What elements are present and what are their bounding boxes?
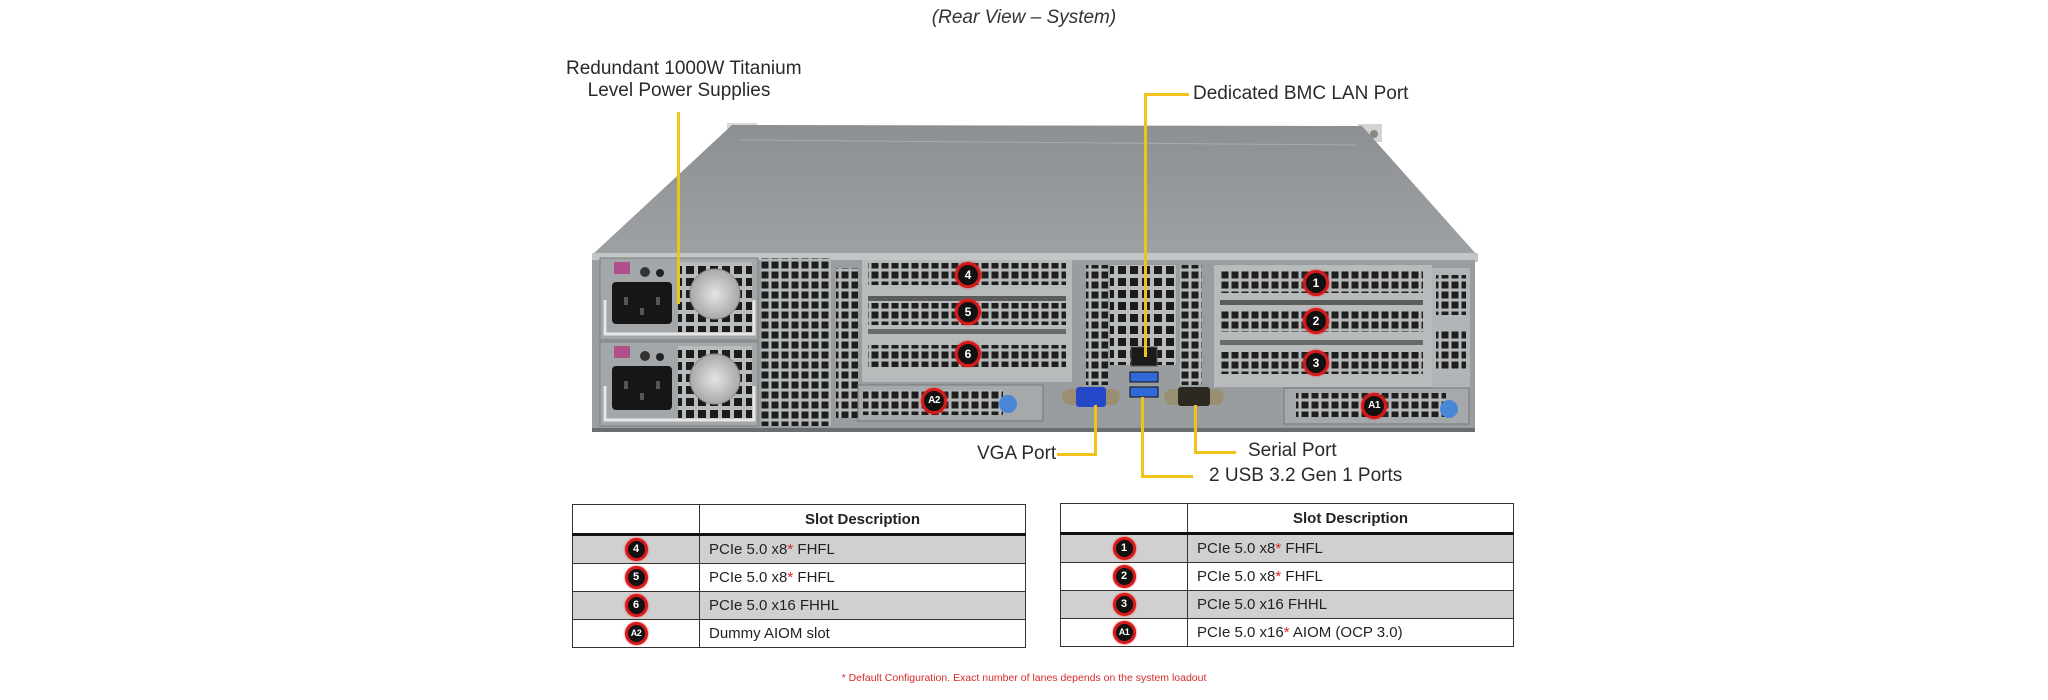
slot-badge: A2 bbox=[624, 622, 648, 645]
vga-callout-line-h bbox=[1057, 453, 1097, 456]
aiom-slot-a2 bbox=[857, 384, 1044, 422]
slot-description-suffix: FHFL bbox=[1281, 568, 1323, 585]
diagram-title: (Rear View – System) bbox=[931, 7, 1117, 28]
psu-callout-label: Redundant 1000W Titanium Level Power Sup… bbox=[566, 58, 802, 102]
table-header-row: Slot Description bbox=[1060, 503, 1514, 535]
usb-callout-label: 2 USB 3.2 Gen 1 Ports bbox=[1209, 465, 1403, 486]
slot-number-cell: A2 bbox=[572, 619, 700, 648]
vga-callout-line-v bbox=[1094, 405, 1097, 455]
slot-number-cell: A1 bbox=[1060, 618, 1188, 647]
slot-description-suffix: FHFL bbox=[1281, 540, 1323, 557]
slot-number-cell: 6 bbox=[572, 591, 700, 620]
table-row: 2 PCIe 5.0 x8* FHFL bbox=[1060, 562, 1514, 591]
header-slot-column bbox=[1060, 503, 1188, 535]
default-config-asterisk: * bbox=[787, 541, 794, 558]
slot-badge: 3 bbox=[1112, 593, 1136, 616]
slot-description-text: PCIe 5.0 x16 bbox=[1197, 624, 1284, 641]
slot-badge-5: 5 bbox=[955, 299, 981, 325]
slot-description-cell: PCIe 5.0 x8* FHFL bbox=[699, 534, 1026, 564]
chassis-top-cover bbox=[592, 125, 1477, 255]
slot-badge-a1: A1 bbox=[1361, 393, 1387, 419]
psu-callout-line1: Redundant 1000W Titanium bbox=[566, 58, 802, 79]
slot-description-cell: PCIe 5.0 x8* FHFL bbox=[1187, 533, 1514, 563]
table-row: 1 PCIe 5.0 x8* FHFL bbox=[1060, 533, 1514, 563]
table-row: 3 PCIe 5.0 x16 FHHL bbox=[1060, 590, 1514, 619]
slot-description-suffix: FHFL bbox=[793, 569, 835, 586]
slot-number-cell: 1 bbox=[1060, 533, 1188, 563]
slot-badge-6: 6 bbox=[955, 341, 981, 367]
slot-description-cell: PCIe 5.0 x16* AIOM (OCP 3.0) bbox=[1187, 618, 1514, 647]
serial-callout-line-h bbox=[1194, 451, 1236, 454]
usb-callout-line-h bbox=[1141, 475, 1193, 478]
power-supply-2 bbox=[599, 341, 759, 427]
serial-port-shape bbox=[1164, 387, 1224, 406]
slot-badge: 1 bbox=[1112, 537, 1136, 560]
psu-callout-line2: Level Power Supplies bbox=[587, 80, 771, 101]
slot-description-text: PCIe 5.0 x8 bbox=[1197, 540, 1276, 557]
slot-description-cell: PCIe 5.0 x16 FHHL bbox=[699, 591, 1026, 620]
psu-callout-line bbox=[677, 112, 680, 304]
power-supply-1 bbox=[599, 257, 759, 341]
slot-description-suffix: AIOM (OCP 3.0) bbox=[1289, 624, 1403, 641]
slot-badge: 2 bbox=[1112, 565, 1136, 588]
bmc-callout-line-v bbox=[1144, 93, 1147, 357]
header-description-column: Slot Description bbox=[699, 504, 1026, 536]
slot-description-cell: PCIe 5.0 x8* FHFL bbox=[1187, 562, 1514, 591]
table-row: A2 Dummy AIOM slot bbox=[572, 619, 1026, 648]
header-slot-column bbox=[572, 504, 700, 536]
serial-callout-line-v bbox=[1194, 405, 1197, 453]
footnote: * Default Configuration. Exact number of… bbox=[841, 672, 1207, 684]
usb-port-2-shape bbox=[1129, 386, 1159, 398]
default-config-asterisk: * bbox=[1283, 624, 1290, 641]
slot-badge-3: 3 bbox=[1303, 350, 1329, 376]
vga-callout-label: VGA Port bbox=[977, 443, 1057, 464]
slot-badge-a2: A2 bbox=[921, 388, 947, 414]
slot-number-cell: 3 bbox=[1060, 590, 1188, 619]
vga-port-shape bbox=[1062, 387, 1120, 407]
slot-description-cell: Dummy AIOM slot bbox=[699, 619, 1026, 648]
slot-description-text: PCIe 5.0 x8 bbox=[709, 569, 788, 586]
table-header-row: Slot Description bbox=[572, 504, 1026, 536]
slot-description-cell: PCIe 5.0 x8* FHFL bbox=[699, 563, 1026, 592]
bmc-lan-callout-label: Dedicated BMC LAN Port bbox=[1193, 83, 1409, 104]
usb-port-1-shape bbox=[1129, 371, 1159, 383]
table-row: A1 PCIe 5.0 x16* AIOM (OCP 3.0) bbox=[1060, 618, 1514, 647]
slot-description-text: PCIe 5.0 x16 FHHL bbox=[1197, 596, 1328, 613]
serial-callout-label: Serial Port bbox=[1248, 440, 1337, 461]
slot-description-text: PCIe 5.0 x8 bbox=[709, 541, 788, 558]
default-config-asterisk: * bbox=[1275, 540, 1282, 557]
bmc-callout-line-h bbox=[1144, 93, 1189, 96]
table-row: 4 PCIe 5.0 x8* FHFL bbox=[572, 534, 1026, 564]
vent-grille bbox=[761, 258, 831, 426]
slot-badge-2: 2 bbox=[1303, 308, 1329, 334]
slot-description-text: PCIe 5.0 x16 FHHL bbox=[709, 597, 840, 614]
slot-number-cell: 4 bbox=[572, 534, 700, 564]
table-row: 5 PCIe 5.0 x8* FHFL bbox=[572, 563, 1026, 592]
table-row: 6 PCIe 5.0 x16 FHHL bbox=[572, 591, 1026, 620]
default-config-asterisk: * bbox=[1275, 568, 1282, 585]
slot-badge: 6 bbox=[624, 594, 648, 617]
slot-badge: 5 bbox=[624, 566, 648, 589]
slot-badge-1: 1 bbox=[1303, 270, 1329, 296]
header-description-column: Slot Description bbox=[1187, 503, 1514, 535]
slot-description-text: PCIe 5.0 x8 bbox=[1197, 568, 1276, 585]
slot-number-cell: 2 bbox=[1060, 562, 1188, 591]
slot-description-text: Dummy AIOM slot bbox=[709, 625, 830, 642]
slot-badge: 4 bbox=[624, 538, 648, 561]
slot-description-cell: PCIe 5.0 x16 FHHL bbox=[1187, 590, 1514, 619]
slot-badge-4: 4 bbox=[955, 262, 981, 288]
slot-description-suffix: FHFL bbox=[793, 541, 835, 558]
slot-badge: A1 bbox=[1112, 621, 1136, 644]
usb-callout-line-v bbox=[1141, 397, 1144, 477]
slot-number-cell: 5 bbox=[572, 563, 700, 592]
default-config-asterisk: * bbox=[787, 569, 794, 586]
